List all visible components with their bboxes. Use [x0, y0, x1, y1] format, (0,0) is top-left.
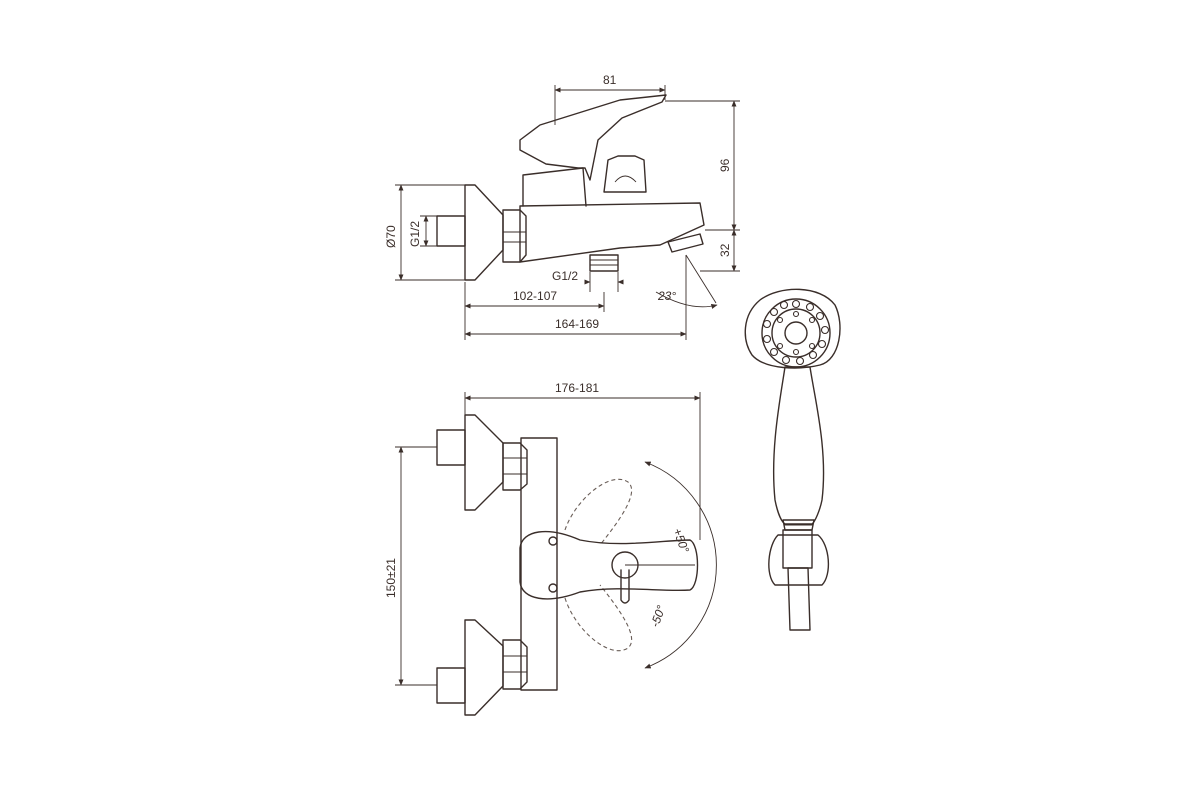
side-hex-nut — [502, 209, 527, 263]
front-top-inlet — [436, 429, 466, 466]
front-bottom-hex — [502, 639, 528, 690]
front-bottom-inlet — [436, 667, 466, 704]
dim-outlet-thread: G1/2 — [552, 269, 578, 283]
side-inlet-stub — [436, 215, 466, 247]
front-lever — [519, 530, 699, 600]
dim-spout-reach-long: 164-169 — [555, 317, 599, 331]
dim-lever-reach: 81 — [603, 73, 617, 87]
front-view: +50° -50° — [436, 414, 717, 716]
shower-head — [744, 288, 841, 369]
shower-handle — [772, 366, 825, 525]
lever-indicator-bottom — [548, 583, 558, 593]
hand-shower — [744, 288, 841, 631]
shower-center-nozzle — [784, 321, 808, 345]
dim-flange-diameter: Ø70 — [384, 225, 398, 248]
front-top-hex — [502, 442, 528, 491]
side-wall-flange — [464, 184, 504, 281]
dim-spout-angle: 23° — [657, 289, 676, 303]
dim-spout-height: 32 — [718, 243, 732, 257]
side-spout-outlet — [667, 233, 704, 253]
dim-spout-reach-short: 102-107 — [513, 289, 557, 303]
front-top-flange — [464, 414, 504, 511]
shower-hose-connector — [787, 567, 811, 631]
dim-inlet-spacing: 150±21 — [384, 558, 398, 598]
dim-overall-width: 176-181 — [555, 381, 599, 395]
side-bottom-aerator — [589, 254, 619, 272]
front-bottom-flange — [464, 619, 504, 716]
side-diverter-knob — [603, 155, 647, 193]
shower-bracket-holder — [782, 529, 813, 569]
dim-body-height: 96 — [718, 158, 732, 172]
front-mixer-body — [520, 437, 558, 691]
front-dimensions: 176-181 150±21 — [384, 381, 701, 686]
side-lever — [519, 94, 667, 181]
side-view — [436, 94, 705, 281]
side-dimensions: 81 96 32 Ø70 G1/2 G1/2 102-107 164-169 — [384, 73, 740, 340]
lever-ghost-up — [564, 478, 633, 546]
dim-inlet-thread: G1/2 — [408, 221, 422, 247]
shower-nozzles — [762, 299, 830, 366]
dim-lever-rotation-minus: -50° — [648, 603, 669, 629]
front-diverter-stem — [620, 569, 630, 604]
side-mixer-body — [519, 202, 705, 263]
shower-wall-bracket — [768, 534, 829, 586]
lever-ghost-down — [564, 584, 633, 652]
lever-indicator-top — [548, 536, 558, 546]
shower-spray-ring — [771, 308, 821, 358]
side-cartridge-column — [522, 167, 587, 207]
